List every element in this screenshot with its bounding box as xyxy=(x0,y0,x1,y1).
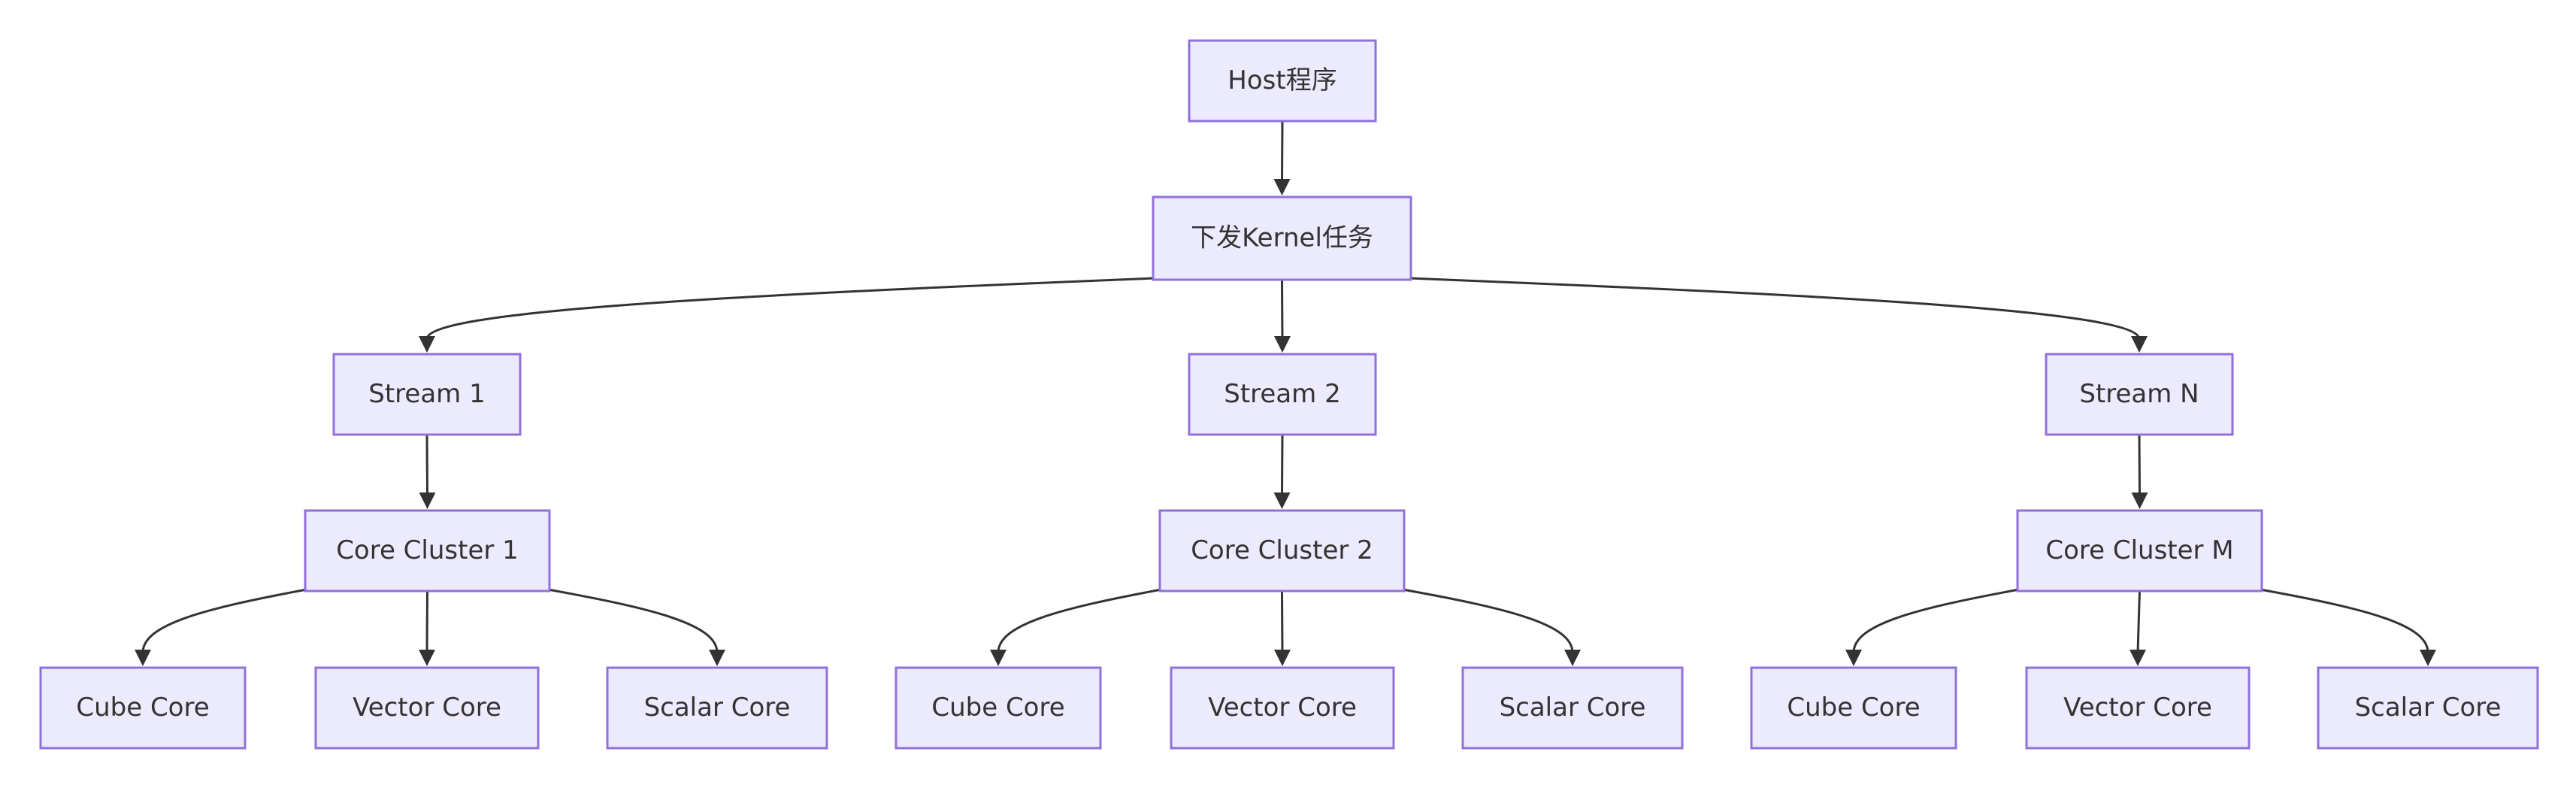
edge-cluster2-to-scalar2 xyxy=(1402,588,1581,666)
edge-clusterM-to-vector3 xyxy=(2130,590,2146,666)
node-label-cube1: Cube Core xyxy=(76,693,209,723)
node-stream1[interactable]: Stream 1 xyxy=(332,353,522,436)
node-scalar2[interactable]: Scalar Core xyxy=(1461,666,1684,750)
edge-cluster1-to-cube1 xyxy=(135,588,307,666)
node-box-vector3[interactable] xyxy=(2025,666,2251,750)
edge-cluster1-to-scalar1 xyxy=(547,588,725,666)
node-label-scalar2: Scalar Core xyxy=(1500,693,1646,723)
node-label-vector1: Vector Core xyxy=(353,693,501,723)
edge-layer xyxy=(135,120,2436,666)
node-label-cube3: Cube Core xyxy=(1787,693,1920,723)
node-box-streamN[interactable] xyxy=(2045,353,2234,436)
edge-stream1-to-cluster1 xyxy=(419,434,436,509)
node-label-vector2: Vector Core xyxy=(1208,693,1357,723)
node-host[interactable]: Host程序 xyxy=(1188,39,1377,123)
node-cube3[interactable]: Cube Core xyxy=(1750,666,1957,750)
node-label-cluster2: Core Cluster 2 xyxy=(1191,535,1373,565)
node-vector3[interactable]: Vector Core xyxy=(2025,666,2251,750)
node-label-streamN: Stream N xyxy=(2079,379,2199,409)
node-label-scalar3: Scalar Core xyxy=(2355,693,2502,723)
node-box-cube3[interactable] xyxy=(1750,666,1957,750)
node-cube2[interactable]: Cube Core xyxy=(894,666,1102,750)
node-scalar3[interactable]: Scalar Core xyxy=(2317,666,2539,750)
edge-clusterM-to-scalar3 xyxy=(2260,588,2436,666)
node-box-vector2[interactable] xyxy=(1170,666,1395,750)
node-label-kernel: 下发Kernel任务 xyxy=(1191,223,1373,253)
node-cluster1[interactable]: Core Cluster 1 xyxy=(304,509,551,592)
node-box-scalar2[interactable] xyxy=(1461,666,1684,750)
node-label-stream1: Stream 1 xyxy=(368,379,485,409)
node-box-host[interactable] xyxy=(1188,39,1377,123)
node-vector1[interactable]: Vector Core xyxy=(314,666,540,750)
node-label-cube2: Cube Core xyxy=(931,693,1064,723)
edge-host-to-kernel xyxy=(1273,120,1291,195)
edge-streamN-to-clusterM xyxy=(2131,434,2148,509)
edge-clusterM-to-cube3 xyxy=(1845,588,2020,666)
node-label-scalar1: Scalar Core xyxy=(644,693,791,723)
node-label-vector3: Vector Core xyxy=(2063,693,2212,723)
edge-cluster2-to-vector2 xyxy=(1274,590,1291,666)
node-box-stream1[interactable] xyxy=(332,353,522,436)
edge-kernel-to-streamN xyxy=(1409,277,2148,353)
node-box-stream2[interactable] xyxy=(1188,353,1377,436)
node-box-vector1[interactable] xyxy=(314,666,540,750)
node-box-clusterM[interactable] xyxy=(2016,509,2263,592)
node-box-scalar1[interactable] xyxy=(606,666,828,750)
node-cube1[interactable]: Cube Core xyxy=(39,666,247,750)
node-label-clusterM: Core Cluster M xyxy=(2045,535,2233,565)
edge-cluster1-to-vector1 xyxy=(419,590,435,666)
node-stream2[interactable]: Stream 2 xyxy=(1188,353,1377,436)
node-box-cube2[interactable] xyxy=(894,666,1102,750)
node-vector2[interactable]: Vector Core xyxy=(1170,666,1395,750)
node-box-scalar3[interactable] xyxy=(2317,666,2539,750)
node-scalar1[interactable]: Scalar Core xyxy=(606,666,828,750)
node-box-cluster1[interactable] xyxy=(304,509,551,592)
edge-kernel-to-stream2 xyxy=(1274,279,1291,353)
node-label-stream2: Stream 2 xyxy=(1224,379,1340,409)
node-box-cube1[interactable] xyxy=(39,666,247,750)
node-label-host: Host程序 xyxy=(1227,65,1336,95)
node-clusterM[interactable]: Core Cluster M xyxy=(2016,509,2263,592)
node-kernel[interactable]: 下发Kernel任务 xyxy=(1152,195,1412,281)
node-label-cluster1: Core Cluster 1 xyxy=(336,535,519,565)
edge-stream2-to-cluster2 xyxy=(1273,434,1291,509)
node-streamN[interactable]: Stream N xyxy=(2045,353,2234,436)
node-box-kernel[interactable] xyxy=(1152,195,1412,281)
edge-kernel-to-stream1 xyxy=(419,277,1155,353)
node-cluster2[interactable]: Core Cluster 2 xyxy=(1158,509,1406,592)
node-box-cluster2[interactable] xyxy=(1158,509,1406,592)
edge-cluster2-to-cube2 xyxy=(990,588,1162,666)
